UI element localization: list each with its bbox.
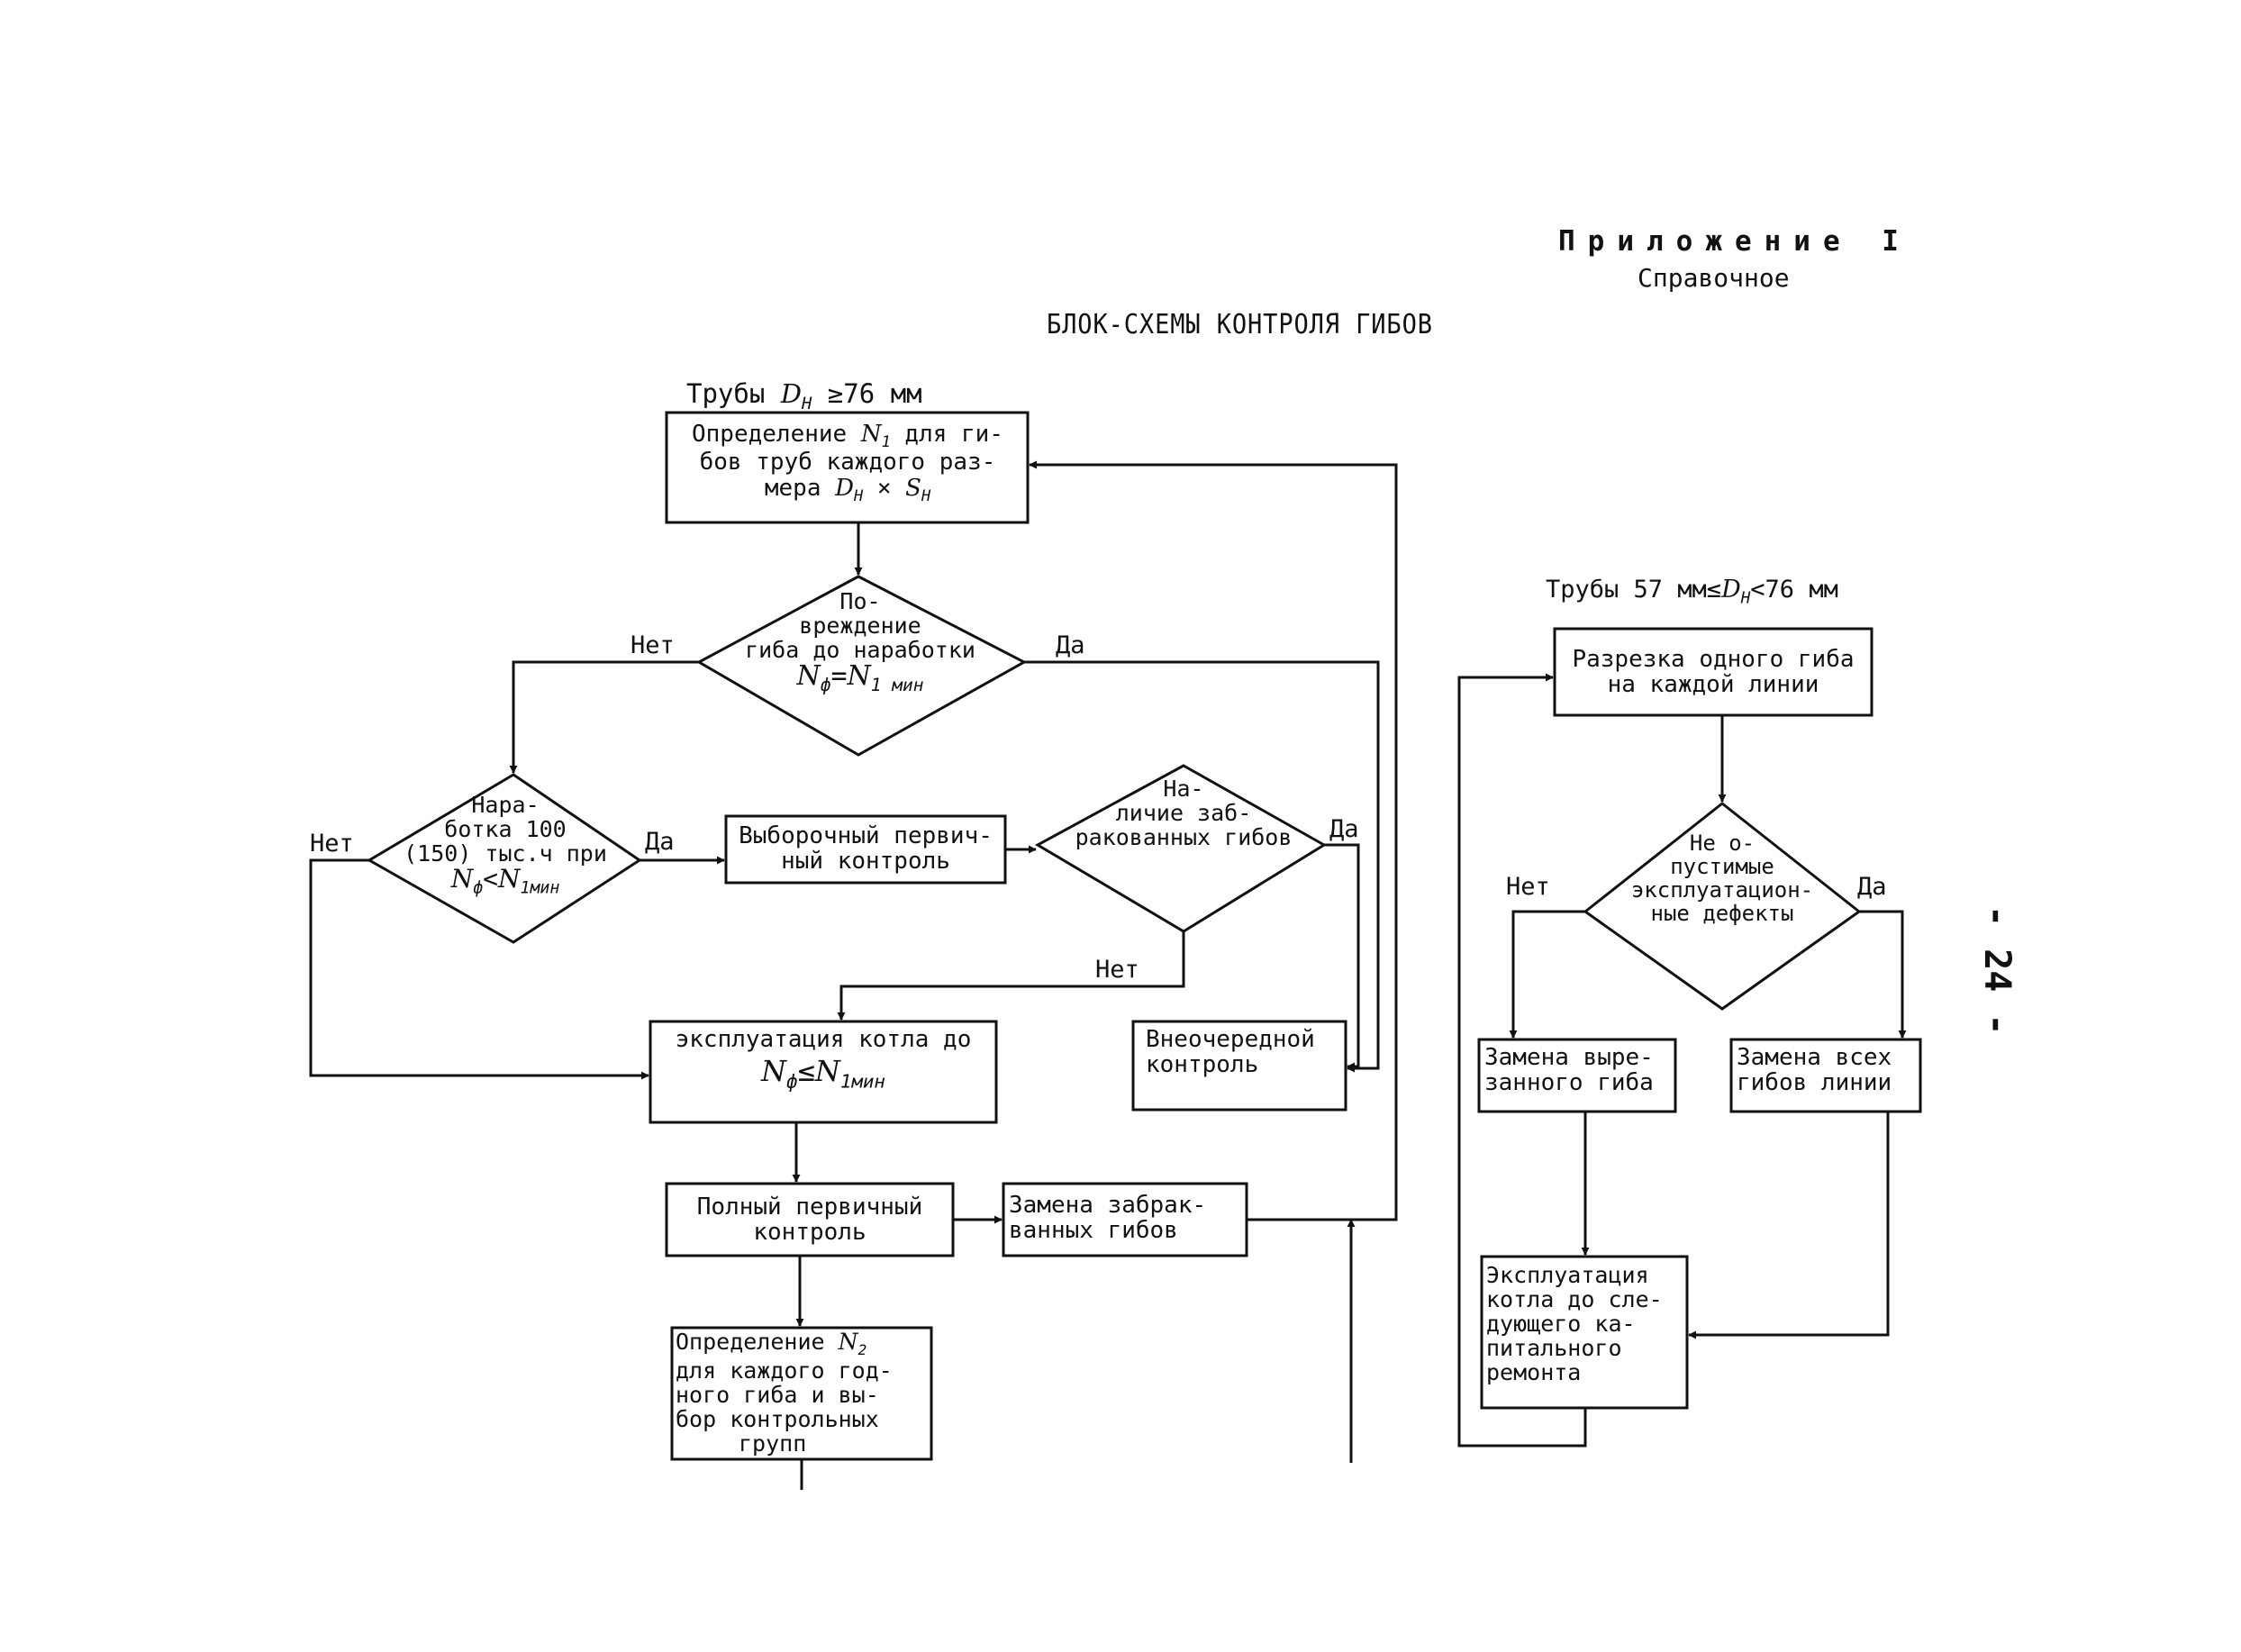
appendix-label: Приложение I <box>1558 225 1911 258</box>
box-cut-text: Разрезка одного гиба на каждой линии <box>1572 646 1855 699</box>
arrow-replace-loop-back <box>1029 460 1398 1221</box>
box-operation-text: эксплуатация котла до Nф≤N1мин <box>675 1026 972 1093</box>
arrow-replace-all-to-operation <box>1688 1112 1890 1339</box>
label-runtime-no: Нет <box>310 830 354 858</box>
box-extra-control <box>1131 1020 1347 1112</box>
arrow-operation-loop-back <box>1457 673 1587 1448</box>
box-determine-n1 <box>665 411 1030 524</box>
diamond-unacceptable-defects <box>1583 802 1862 1011</box>
label-defects-no: Нет <box>1506 873 1550 901</box>
box-replace-cut-bend <box>1477 1038 1677 1113</box>
diamond-runtime-100-150 <box>367 773 642 944</box>
box-replace-one-text: Замена выре- занного гиба <box>1484 1044 1654 1097</box>
label-damage-yes: Да <box>1056 631 1085 659</box>
arrow-rejected-no <box>837 931 1185 1021</box>
label-defects-yes: Да <box>1857 873 1887 901</box>
arrow-damage-no <box>509 660 699 774</box>
arrow-defects-no <box>1509 910 1585 1039</box>
box-sample-text: Выборочный первич- ный контроль <box>739 822 993 876</box>
diamond-rejected-text: На- личие заб- ракованных гибов <box>1075 776 1293 850</box>
page-title: БЛОК-СХЕМЫ КОНТРОЛЯ ГИБОВ <box>1047 309 1433 340</box>
label-rejected-yes: Да <box>1329 815 1359 843</box>
box-replace-all-text: Замена всех гибов линии <box>1737 1044 1892 1097</box>
box-cut-one-bend <box>1553 627 1874 717</box>
diamond-defects-text: Не о- пустимые эксплуатацион- ные дефект… <box>1630 831 1814 926</box>
label-runtime-yes: Да <box>645 828 675 856</box>
arrow-defects-yes <box>1859 910 1907 1039</box>
label-rejected-no: Нет <box>1095 956 1139 984</box>
diamond-damage-before-runtime <box>695 575 1028 757</box>
box-boiler-operation <box>649 1020 998 1124</box>
arrow-rejected-yes <box>1324 843 1360 1071</box>
label-damage-no: Нет <box>631 631 675 659</box>
box-full-text: Полный первичный контроль <box>696 1194 923 1247</box>
box-replace-text: Замена забрак- ванных гибов <box>1009 1192 1207 1245</box>
diamond-runtime-text: Нара- ботка 100 (150) тыс.ч при Nф<N1мин <box>404 792 607 898</box>
box-replace-all-bends <box>1729 1038 1922 1113</box>
arrow-runtime-no <box>309 858 649 1080</box>
left-input-label: Трубы DН ≥76 мм <box>686 378 922 413</box>
box-operation-repair-text: Эксплуатация котла до сле- дующего ка- п… <box>1486 1262 1663 1385</box>
right-input-label: Трубы 57 мм≤DН<76 мм <box>1546 576 1838 608</box>
reference-label: Справочное <box>1638 263 1790 293</box>
box-n1-text: Определение N1 для ги- бов труб каждого … <box>692 421 1003 504</box>
page-number: - 24 - <box>1976 905 2018 1036</box>
box-extra-text: Внеочередной контроль <box>1146 1026 1315 1079</box>
arrow-damage-yes <box>1024 660 1380 1073</box>
diamond-damage-text: По- вреждение гиба до наработки Nф=N1 ми… <box>745 588 975 695</box>
box-n2-text: Определение N2 для каждого год- ного гиб… <box>676 1329 893 1457</box>
